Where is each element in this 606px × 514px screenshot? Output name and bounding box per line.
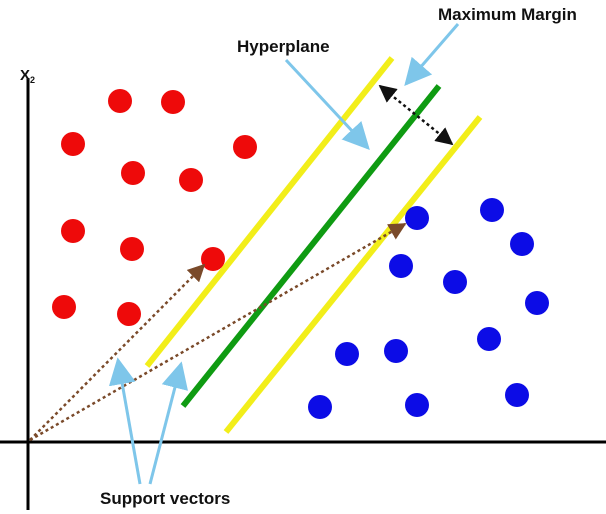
hyperplane-callout-arrow bbox=[284, 58, 370, 150]
red-point bbox=[120, 237, 144, 261]
maximum-margin-label: Maximum Margin bbox=[438, 5, 577, 24]
red-point bbox=[233, 135, 257, 159]
maximum-margin-callout-arrow bbox=[404, 23, 460, 87]
blue-point bbox=[389, 254, 413, 278]
support-vector-callout-arrow-right bbox=[148, 361, 188, 485]
red-point bbox=[61, 219, 85, 243]
blue-point bbox=[443, 270, 467, 294]
red-point bbox=[52, 295, 76, 319]
blue-point bbox=[384, 339, 408, 363]
red-support-point bbox=[201, 247, 225, 271]
red-point bbox=[179, 168, 203, 192]
class-b-points bbox=[308, 198, 549, 419]
blue-point bbox=[505, 383, 529, 407]
red-point bbox=[108, 89, 132, 113]
red-point bbox=[121, 161, 145, 185]
blue-point bbox=[335, 342, 359, 366]
y-axis-label: X2 bbox=[20, 67, 35, 85]
blue-point bbox=[308, 395, 332, 419]
blue-point bbox=[510, 232, 534, 256]
blue-point bbox=[477, 327, 501, 351]
blue-point bbox=[405, 393, 429, 417]
red-point bbox=[61, 132, 85, 156]
red-point bbox=[161, 90, 185, 114]
class-a-points bbox=[52, 89, 257, 326]
red-point bbox=[117, 302, 141, 326]
blue-point bbox=[525, 291, 549, 315]
upper-margin-line bbox=[144, 56, 395, 368]
blue-support-point bbox=[405, 206, 429, 230]
support-vector-arrow-red bbox=[29, 263, 206, 441]
lower-margin-line bbox=[223, 115, 483, 434]
support-vectors-label: Support vectors bbox=[100, 489, 230, 508]
hyperplane-label: Hyperplane bbox=[237, 37, 330, 56]
support-vector-callout-arrow-left bbox=[108, 357, 142, 485]
support-vector-arrow-blue bbox=[29, 222, 407, 442]
blue-point bbox=[480, 198, 504, 222]
